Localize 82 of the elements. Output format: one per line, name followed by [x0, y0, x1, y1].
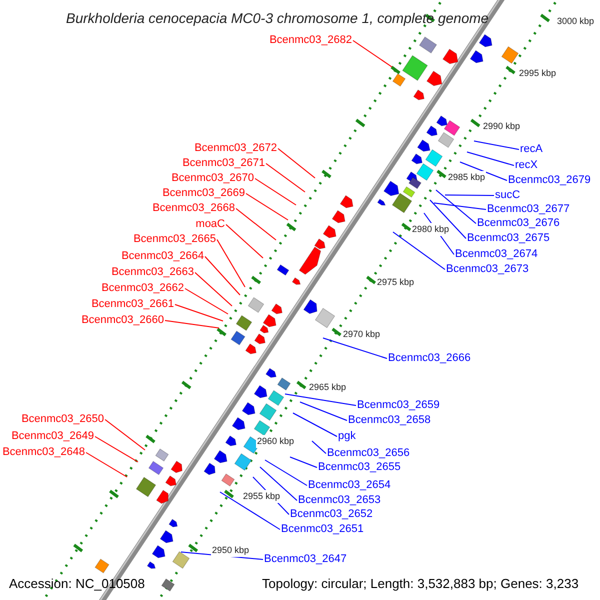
gene-label: Bcenmc03_2677	[487, 203, 570, 216]
scale-tick-label: 2970 kbp	[342, 328, 382, 341]
gene-label: Bcenmc03_2658	[348, 414, 431, 427]
leader-line	[322, 338, 388, 359]
leader-line	[264, 460, 308, 486]
leader-line	[246, 193, 288, 220]
gene-label: Bcenmc03_2673	[446, 263, 529, 276]
footer-text: Accession: NC_010508	[9, 576, 145, 592]
leader-line	[86, 452, 128, 478]
scale-tick-label: 2985 kbp	[447, 171, 486, 184]
scale-tick-label: 2960 kbp	[256, 435, 296, 448]
gene-label: Bcenmc03_2651	[281, 523, 364, 536]
leader-line	[164, 320, 220, 328]
gene-label: Bcenmc03_2665	[133, 233, 216, 246]
gene-label: Bcenmc03_2652	[290, 508, 373, 521]
leader-line	[466, 152, 514, 166]
leader-line	[436, 190, 476, 224]
gene-label: Bcenmc03_2653	[298, 494, 381, 507]
gene-label: recA	[520, 143, 543, 156]
leader-line	[392, 232, 446, 270]
gene-label: Bcenmc03_2672	[194, 142, 277, 155]
gene-label: recX	[515, 159, 538, 172]
scale-tick-label: 3000 kbp	[556, 15, 596, 28]
leader-line	[312, 440, 326, 454]
gene-label: Bcenmc03_2660	[81, 314, 164, 327]
gene-label: Bcenmc03_2666	[388, 352, 471, 365]
gene-label: Bcenmc03_2649	[11, 430, 94, 443]
gene-label: Bcenmc03_2656	[327, 447, 410, 460]
gene-label: Bcenmc03_2675	[467, 232, 550, 245]
gene-label: Bcenmc03_2647	[264, 553, 347, 566]
scale-tick-label: 2980 kbp	[411, 223, 450, 236]
leader-line	[430, 200, 466, 239]
footer-text: Topology: circular; Length: 3,532,883 bp; Genes: 3,233	[262, 576, 579, 592]
gene-label: Bcenmc03_2655	[318, 461, 401, 474]
gene-label: Bcenmc03_2671	[182, 157, 265, 170]
gene-label: Bcenmc03_2664	[121, 250, 204, 263]
leader-line	[266, 163, 306, 192]
gene-label: Bcenmc03_2674	[455, 248, 538, 261]
scale-tick-label: 2995 kbp	[518, 67, 558, 80]
scale-tick-label: 2965 kbp	[308, 381, 348, 394]
leader-line	[352, 40, 392, 68]
leader-line	[254, 178, 296, 206]
leader-line	[460, 162, 508, 181]
gene-label: Bcenmc03_2682	[269, 34, 352, 47]
leader-line	[474, 140, 520, 150]
leader-line	[204, 256, 240, 296]
gene-label: Bcenmc03_2670	[171, 172, 254, 185]
leader-line	[236, 208, 276, 240]
leader-line	[226, 224, 264, 258]
leader-line	[300, 402, 348, 421]
leader-line	[184, 288, 228, 314]
scale-tick-label: 2955 kbp	[242, 490, 282, 503]
gene-label: Bcenmc03_2679	[508, 174, 591, 187]
leader-line	[194, 272, 232, 306]
leader-line	[278, 148, 316, 178]
gene-label: Bcenmc03_2654	[308, 479, 391, 492]
leader-line	[260, 466, 298, 501]
leader-line	[292, 412, 338, 437]
gene-label: Bcenmc03_2661	[91, 298, 174, 311]
leader-line	[174, 304, 224, 322]
leader-line	[216, 239, 246, 288]
leader-line	[290, 456, 318, 468]
gene-label: pgk	[338, 430, 356, 443]
leader-line	[284, 394, 356, 406]
leader-line	[94, 436, 138, 462]
gene-label: Bcenmc03_2659	[357, 399, 440, 412]
gene-label: Bcenmc03_2676	[477, 217, 560, 230]
leader-line	[104, 419, 146, 450]
leader-line	[444, 194, 494, 196]
scale-tick-label: 2990 kbp	[482, 120, 522, 133]
gene-label: Bcenmc03_2648	[2, 446, 85, 459]
scale-tick-label: 2975 kbp	[376, 276, 416, 289]
gene-label: Bcenmc03_2668	[152, 202, 235, 215]
gene-label: Bcenmc03_2669	[162, 187, 245, 200]
gene-label: sucC	[495, 189, 520, 202]
gene-label: moaC	[196, 218, 225, 231]
gene-label: Bcenmc03_2663	[111, 266, 194, 279]
gene-label: Bcenmc03_2650	[21, 413, 104, 426]
gene-label: Bcenmc03_2662	[101, 282, 184, 295]
leader-line	[220, 492, 280, 530]
scale-tick-label: 2950 kbp	[211, 544, 250, 557]
leader-line	[434, 202, 486, 210]
